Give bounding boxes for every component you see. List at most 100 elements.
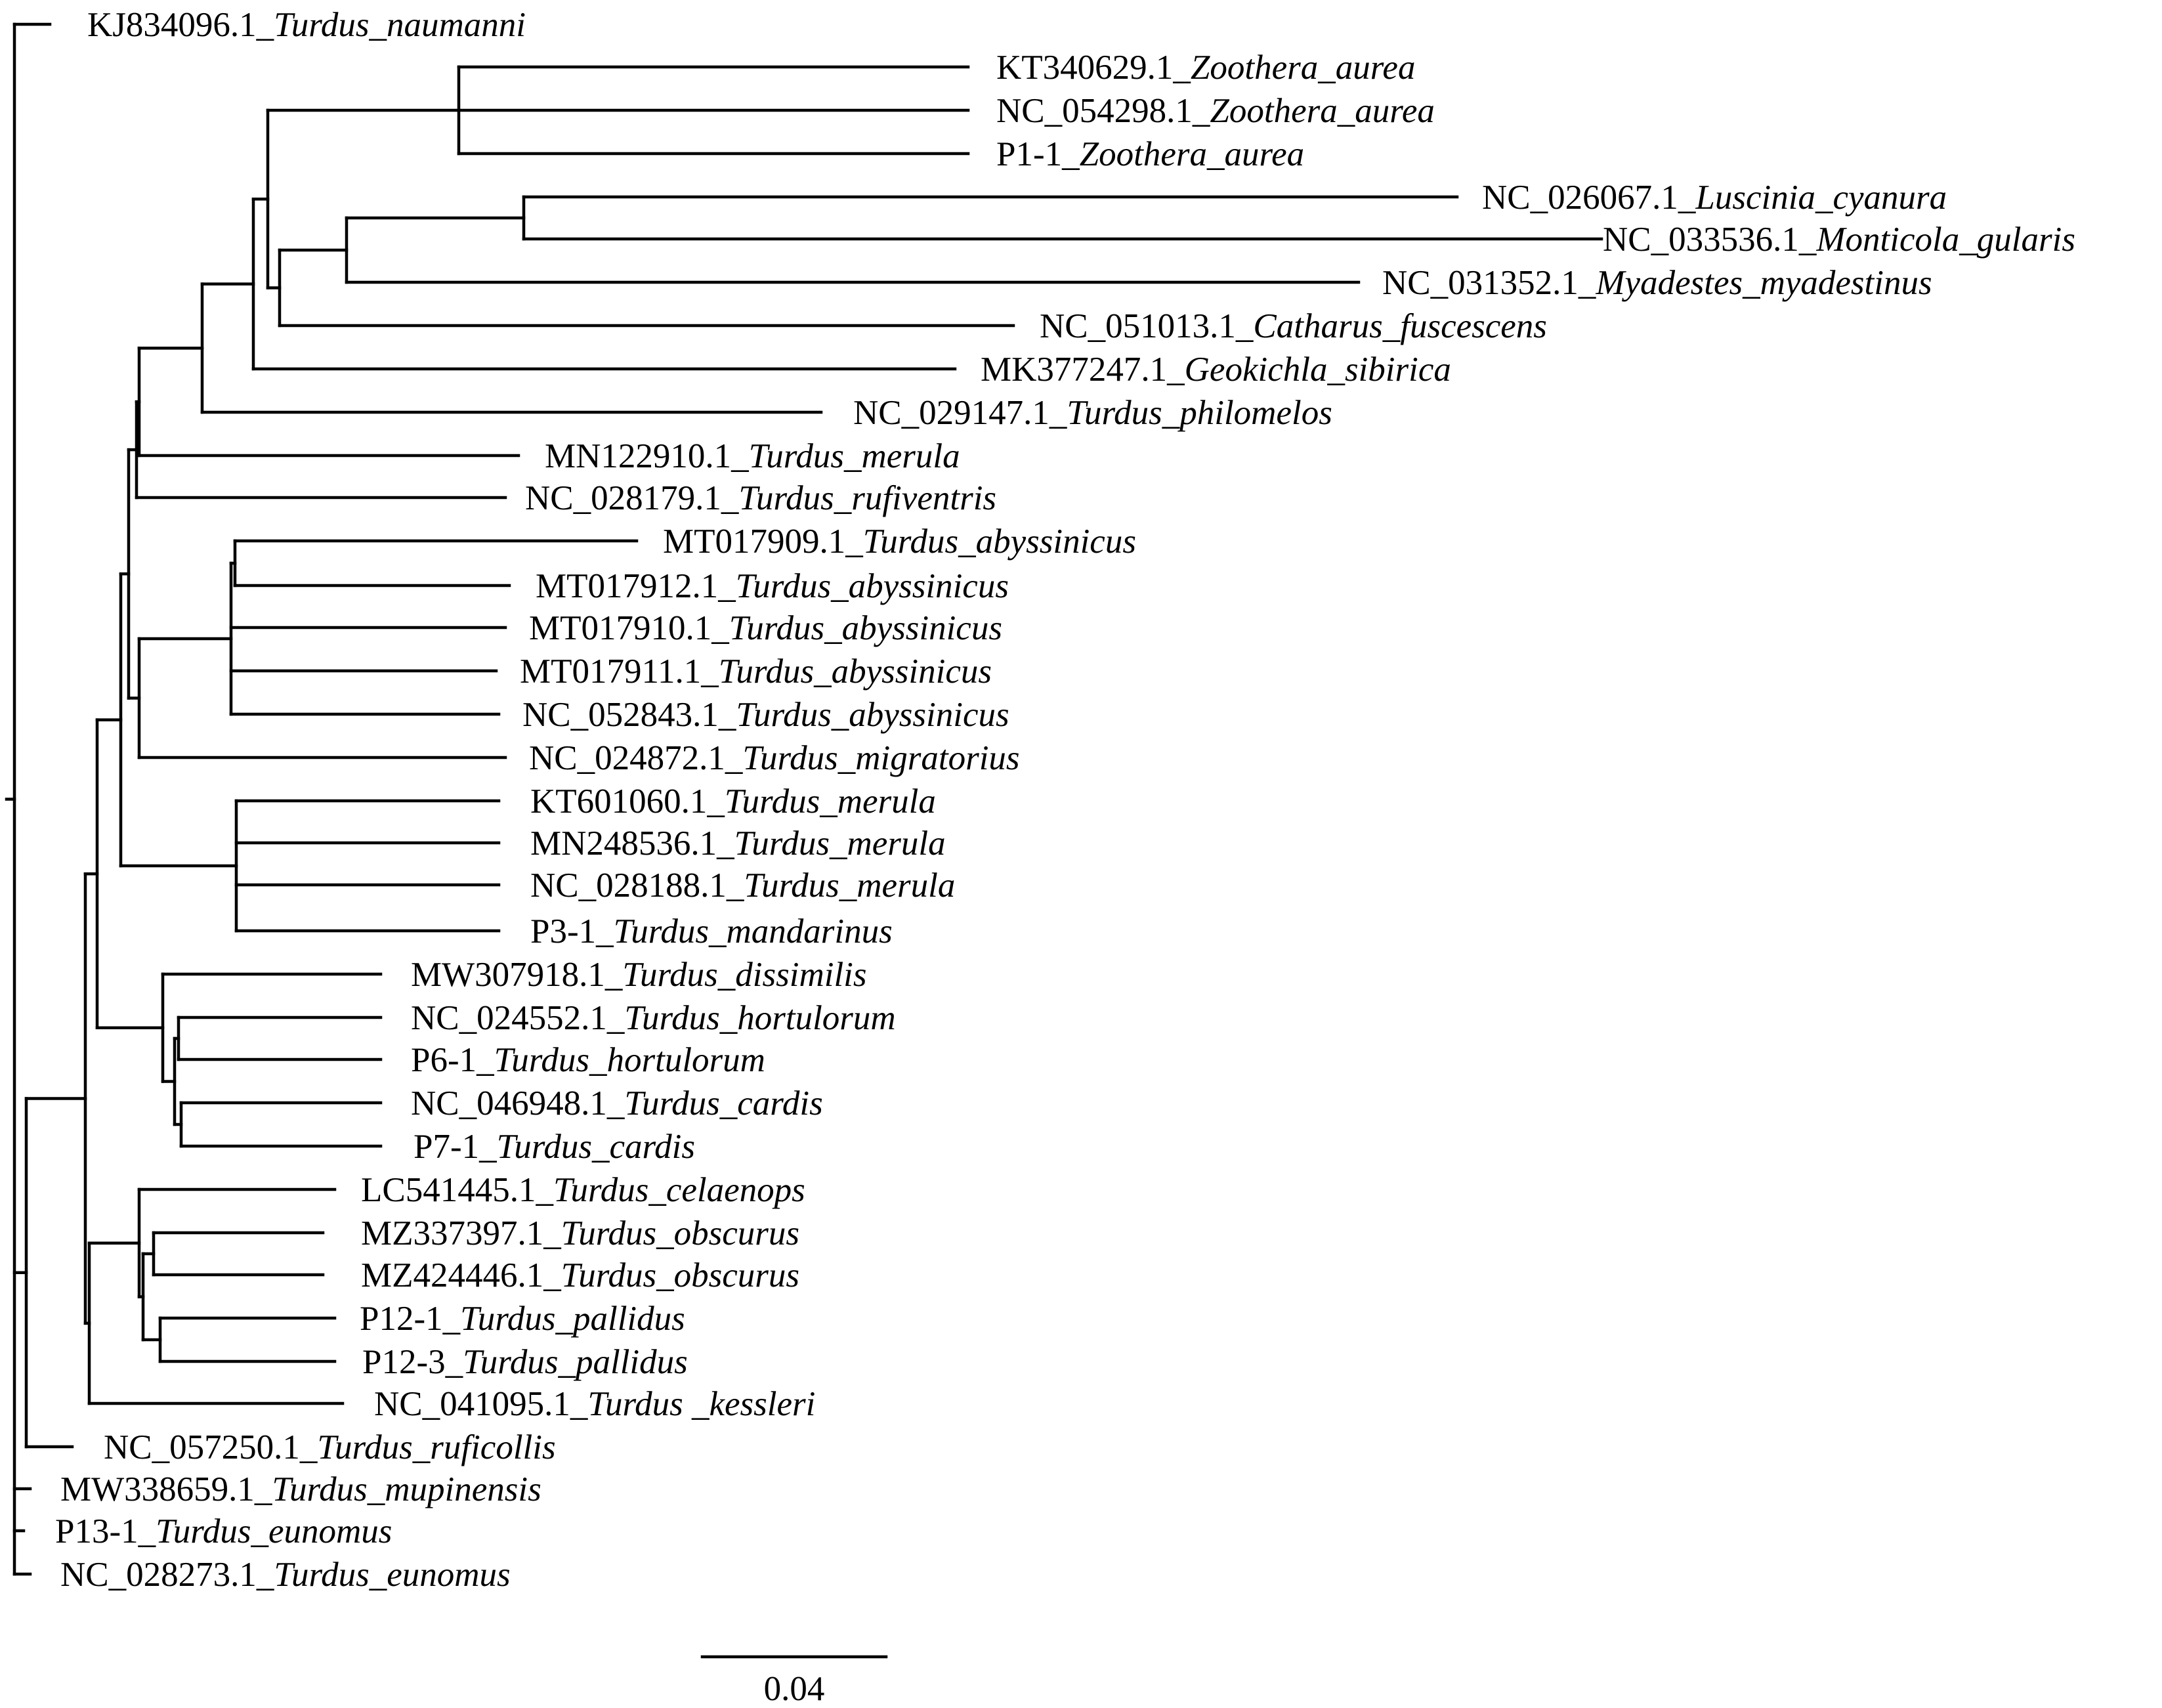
tip-label: NC_028179.1_Turdus_rufiventris — [525, 479, 996, 517]
tip-accession: MT017909.1_ — [663, 523, 863, 561]
tip-species: Monticola_gularis — [1815, 221, 2075, 259]
tip-species: Turdus_abyssinicus — [729, 609, 1002, 647]
tip-species: Zoothera_aurea — [1080, 135, 1305, 173]
tip-species: Turdus_hortulorum — [624, 999, 895, 1037]
tip-label: MT017909.1_Turdus_abyssinicus — [663, 523, 1136, 561]
tip-label: P7-1_Turdus_cardis — [413, 1128, 695, 1166]
tip-species: Turdus_philomelos — [1067, 394, 1332, 432]
tip-label: MW338659.1_Turdus_mupinensis — [60, 1470, 541, 1508]
tip-label: KT601060.1_Turdus_merula — [530, 782, 936, 821]
tip-species: Turdus _kessleri — [587, 1385, 815, 1423]
tip-accession: P6-1_ — [411, 1041, 494, 1079]
tip-label: NC_029147.1_Turdus_philomelos — [853, 394, 1332, 432]
tip-species: Turdus_abyssinicus — [736, 567, 1009, 605]
tip-accession: NC_046948.1_ — [411, 1084, 625, 1122]
tip-species: Turdus_cardis — [624, 1084, 822, 1122]
tip-species: Turdus_merula — [734, 824, 946, 863]
tip-label: P1-1_Zoothera_aurea — [996, 135, 1304, 173]
tip-species: Catharus_fuscescens — [1253, 307, 1547, 345]
tip-accession: NC_051013.1_ — [1040, 307, 1254, 345]
tip-label: NC_028188.1_Turdus_merula — [530, 866, 955, 905]
tip-accession: P7-1_ — [413, 1128, 497, 1166]
tip-label: NC_052843.1_Turdus_abyssinicus — [522, 696, 1009, 734]
tip-species: Turdus_dissimilis — [622, 956, 866, 994]
tip-species: Turdus_pallidus — [460, 1300, 685, 1338]
tip-species: Turdus_eunomus — [274, 1556, 510, 1594]
tip-label: MT017911.1_Turdus_abyssinicus — [520, 652, 992, 691]
tip-accession: NC_054298.1_ — [996, 92, 1210, 130]
tip-species: Turdus_obscurus — [561, 1214, 799, 1252]
tip-species: Geokichla_sibirica — [1185, 351, 1451, 389]
tip-label: P12-3_Turdus_pallidus — [362, 1343, 688, 1381]
tip-species: Turdus_obscurus — [561, 1256, 799, 1294]
tip-species: Luscinia_cyanura — [1695, 179, 1947, 217]
tip-accession: MW307918.1_ — [411, 956, 623, 994]
tip-label: NC_033536.1_Monticola_gularis — [1603, 221, 2075, 259]
tip-label: MN122910.1_Turdus_merula — [545, 437, 960, 475]
tip-accession: MT017910.1_ — [529, 609, 729, 647]
tip-species: Turdus_abyssinicus — [719, 652, 992, 691]
tip-species: Turdus_pallidus — [463, 1343, 688, 1381]
tip-label: P12-1_Turdus_pallidus — [360, 1300, 685, 1338]
scale-bar-label: 0.04 — [764, 1670, 825, 1708]
tip-species: Turdus_mupinensis — [272, 1470, 541, 1508]
tip-label: MT017912.1_Turdus_abyssinicus — [536, 567, 1009, 605]
tip-accession: LC541445.1_ — [361, 1171, 553, 1209]
tip-label: P13-1_Turdus_eunomus — [55, 1512, 392, 1550]
tip-label: NC_024552.1_Turdus_hortulorum — [411, 999, 896, 1037]
tip-species: Turdus_merula — [744, 866, 955, 905]
tip-accession: NC_029147.1_ — [853, 394, 1067, 432]
tip-accession: P13-1_ — [55, 1512, 156, 1550]
tip-label: MW307918.1_Turdus_dissimilis — [411, 956, 867, 994]
tip-species: Zoothera_aurea — [1210, 92, 1435, 130]
tip-label: KT340629.1_Zoothera_aurea — [996, 49, 1415, 87]
tip-accession: NC_031352.1_ — [1382, 264, 1596, 302]
tip-accession: NC_028273.1_ — [60, 1556, 274, 1594]
tip-accession: P1-1_ — [996, 135, 1080, 173]
tip-species: Turdus_naumanni — [274, 6, 526, 44]
tip-label: MK377247.1_Geokichla_sibirica — [981, 351, 1451, 389]
scale-bar: 0.04 — [700, 1655, 888, 1708]
tip-label: MT017910.1_Turdus_abyssinicus — [529, 609, 1002, 647]
tip-accession: NC_033536.1_ — [1603, 221, 1817, 259]
tip-accession: MZ424446.1_ — [361, 1256, 561, 1294]
tip-species: Turdus_abyssinicus — [863, 523, 1136, 561]
tip-label: NC_041095.1_Turdus _kessleri — [374, 1385, 815, 1423]
tip-accession: NC_024552.1_ — [411, 999, 625, 1037]
tip-species: Turdus_abyssinicus — [736, 696, 1009, 734]
tip-species: Turdus_ruficollis — [317, 1428, 555, 1466]
tip-accession: P12-1_ — [360, 1300, 461, 1338]
tip-accession: MN122910.1_ — [545, 437, 749, 475]
tip-label: MZ337397.1_Turdus_obscurus — [361, 1214, 799, 1252]
tip-label: NC_031352.1_Myadestes_myadestinus — [1382, 264, 1932, 302]
tip-accession: KT601060.1_ — [530, 782, 725, 821]
tip-species: Turdus_hortulorum — [494, 1041, 765, 1079]
tip-label: NC_051013.1_Catharus_fuscescens — [1040, 307, 1547, 345]
tip-species: Turdus_celaenops — [553, 1171, 805, 1209]
tip-label: NC_057250.1_Turdus_ruficollis — [104, 1428, 556, 1466]
tip-labels: KJ834096.1_Turdus_naumanniKT340629.1_Zoo… — [55, 6, 2075, 1594]
tip-species: Turdus_mandarinus — [614, 912, 893, 950]
tip-label: NC_024872.1_Turdus_migratorius — [529, 739, 1020, 777]
tip-accession: NC_028179.1_ — [525, 479, 739, 517]
tip-accession: MN248536.1_ — [530, 824, 734, 863]
tip-accession: NC_024872.1_ — [529, 739, 743, 777]
tip-accession: MT017911.1_ — [520, 652, 719, 691]
tip-label: NC_054298.1_Zoothera_aurea — [996, 92, 1435, 130]
tip-label: MN248536.1_Turdus_merula — [530, 824, 946, 863]
tip-accession: MW338659.1_ — [60, 1470, 272, 1508]
tip-species: Turdus_migratorius — [742, 739, 1019, 777]
tip-species: Turdus_eunomus — [156, 1512, 392, 1550]
tip-accession: MZ337397.1_ — [361, 1214, 561, 1252]
tip-accession: NC_026067.1_ — [1482, 179, 1696, 217]
tip-label: MZ424446.1_Turdus_obscurus — [361, 1256, 799, 1294]
tip-accession: KT340629.1_ — [996, 49, 1191, 87]
tip-species: Turdus_merula — [725, 782, 936, 821]
tip-label: NC_046948.1_Turdus_cardis — [411, 1084, 823, 1122]
tip-accession: NC_052843.1_ — [522, 696, 736, 734]
tip-species: Zoothera_aurea — [1191, 49, 1416, 87]
tip-label: NC_026067.1_Luscinia_cyanura — [1482, 179, 1947, 217]
tip-accession: NC_057250.1_ — [104, 1428, 318, 1466]
tip-species: Turdus_cardis — [497, 1128, 695, 1166]
